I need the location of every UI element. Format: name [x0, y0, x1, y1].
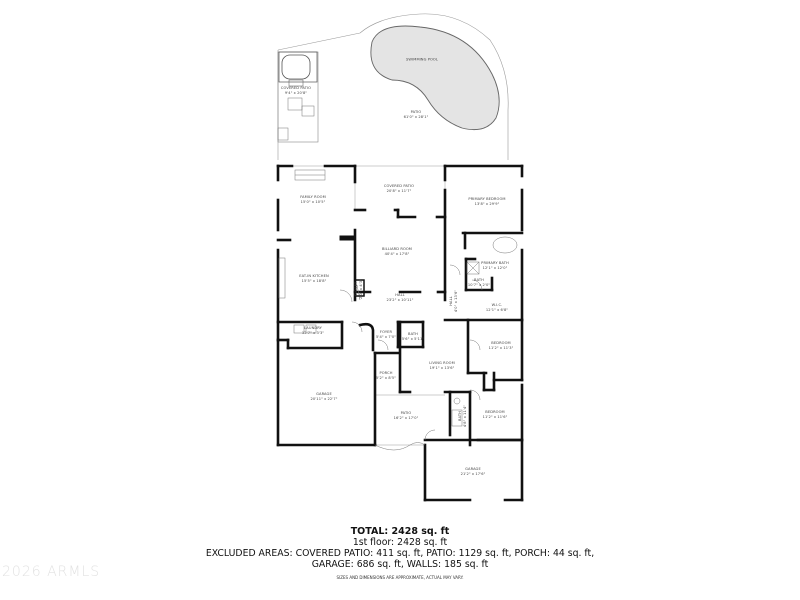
room-label-living-room: Living Room19'1" x 13'6"	[429, 361, 455, 370]
room-label-bedroom-2: Bedroom11'2" x 11'6"	[482, 410, 508, 419]
room-label-primary-bath: Primary Bath12'1" x 12'0"	[481, 261, 509, 270]
first-floor-area: 1st floor: 2428 sq. ft	[352, 537, 448, 548]
area-summary: TOTAL: 2428 sq. ft 1st floor: 2428 sq. f…	[0, 526, 800, 581]
room-label-swimming-pool: Swimming Pool	[406, 57, 438, 62]
room-label-bath-small: Bath10'7" x 2'0"	[467, 278, 491, 287]
excluded-areas-line1: EXCLUDED AREAS: COVERED PATIO: 411 sq. f…	[205, 548, 595, 559]
room-label-hall: Hall23'2" x 10'11"	[386, 293, 414, 302]
room-label-garage-main: Garage20'11" x 22'7"	[310, 392, 338, 401]
room-label-wic: W.I.C.12'1" x 6'8"	[485, 303, 509, 312]
room-label-garage-second: Garage21'2" x 17'6"	[460, 467, 486, 476]
room-label-covered-patio: Covered Patio20'8" x 11'7"	[383, 184, 415, 193]
room-label-eat-in-kitchen: Eat-in Kitchen15'5" x 18'8"	[299, 274, 329, 283]
room-label-covered-patio-small: Covered Patio9'4" x 20'8"	[280, 86, 312, 95]
disclaimer: Sizes and dimensions are approximate, ac…	[336, 575, 464, 580]
room-label-hall-side: Hall4'0" x 13'6"	[449, 289, 458, 313]
room-label-patio-rear: Patio61'0" x 28'1"	[403, 110, 429, 119]
floor-plan-drawing	[276, 13, 524, 502]
room-label-bath-guest: Bath5'6" x 5'11"	[401, 332, 425, 341]
excluded-areas-line2: GARAGE: 686 sq. ft, WALLS: 185 sq. ft	[311, 559, 489, 570]
room-label-billiard-room: Billiard Room40'4" x 17'8"	[381, 247, 413, 256]
room-label-patio-front: Patio16'2" x 17'0"	[393, 411, 419, 420]
room-label-foyer: Foyer5'4" x 7'0"	[376, 330, 396, 339]
total-area: TOTAL: 2428 sq. ft	[350, 526, 450, 537]
room-label-primary-bedroom: Primary Bedroom13'8" x 29'9"	[468, 197, 506, 206]
room-label-bedroom-1: Bedroom11'2" x 11'3"	[488, 341, 514, 350]
watermark: 2026 ARMLS	[2, 564, 101, 580]
room-label-closet-kitchen: Closet2'0" x 4'3"	[354, 279, 363, 299]
room-label-family-room: Family Room15'0" x 10'5"	[300, 195, 326, 204]
room-label-laundry: Laundry12'7" x 3'3"	[301, 326, 325, 335]
room-label-porch: Porch5'2" x 8'5"	[376, 371, 396, 380]
room-label-bath-hall: Bath4'8" x 11'4"	[458, 404, 467, 428]
